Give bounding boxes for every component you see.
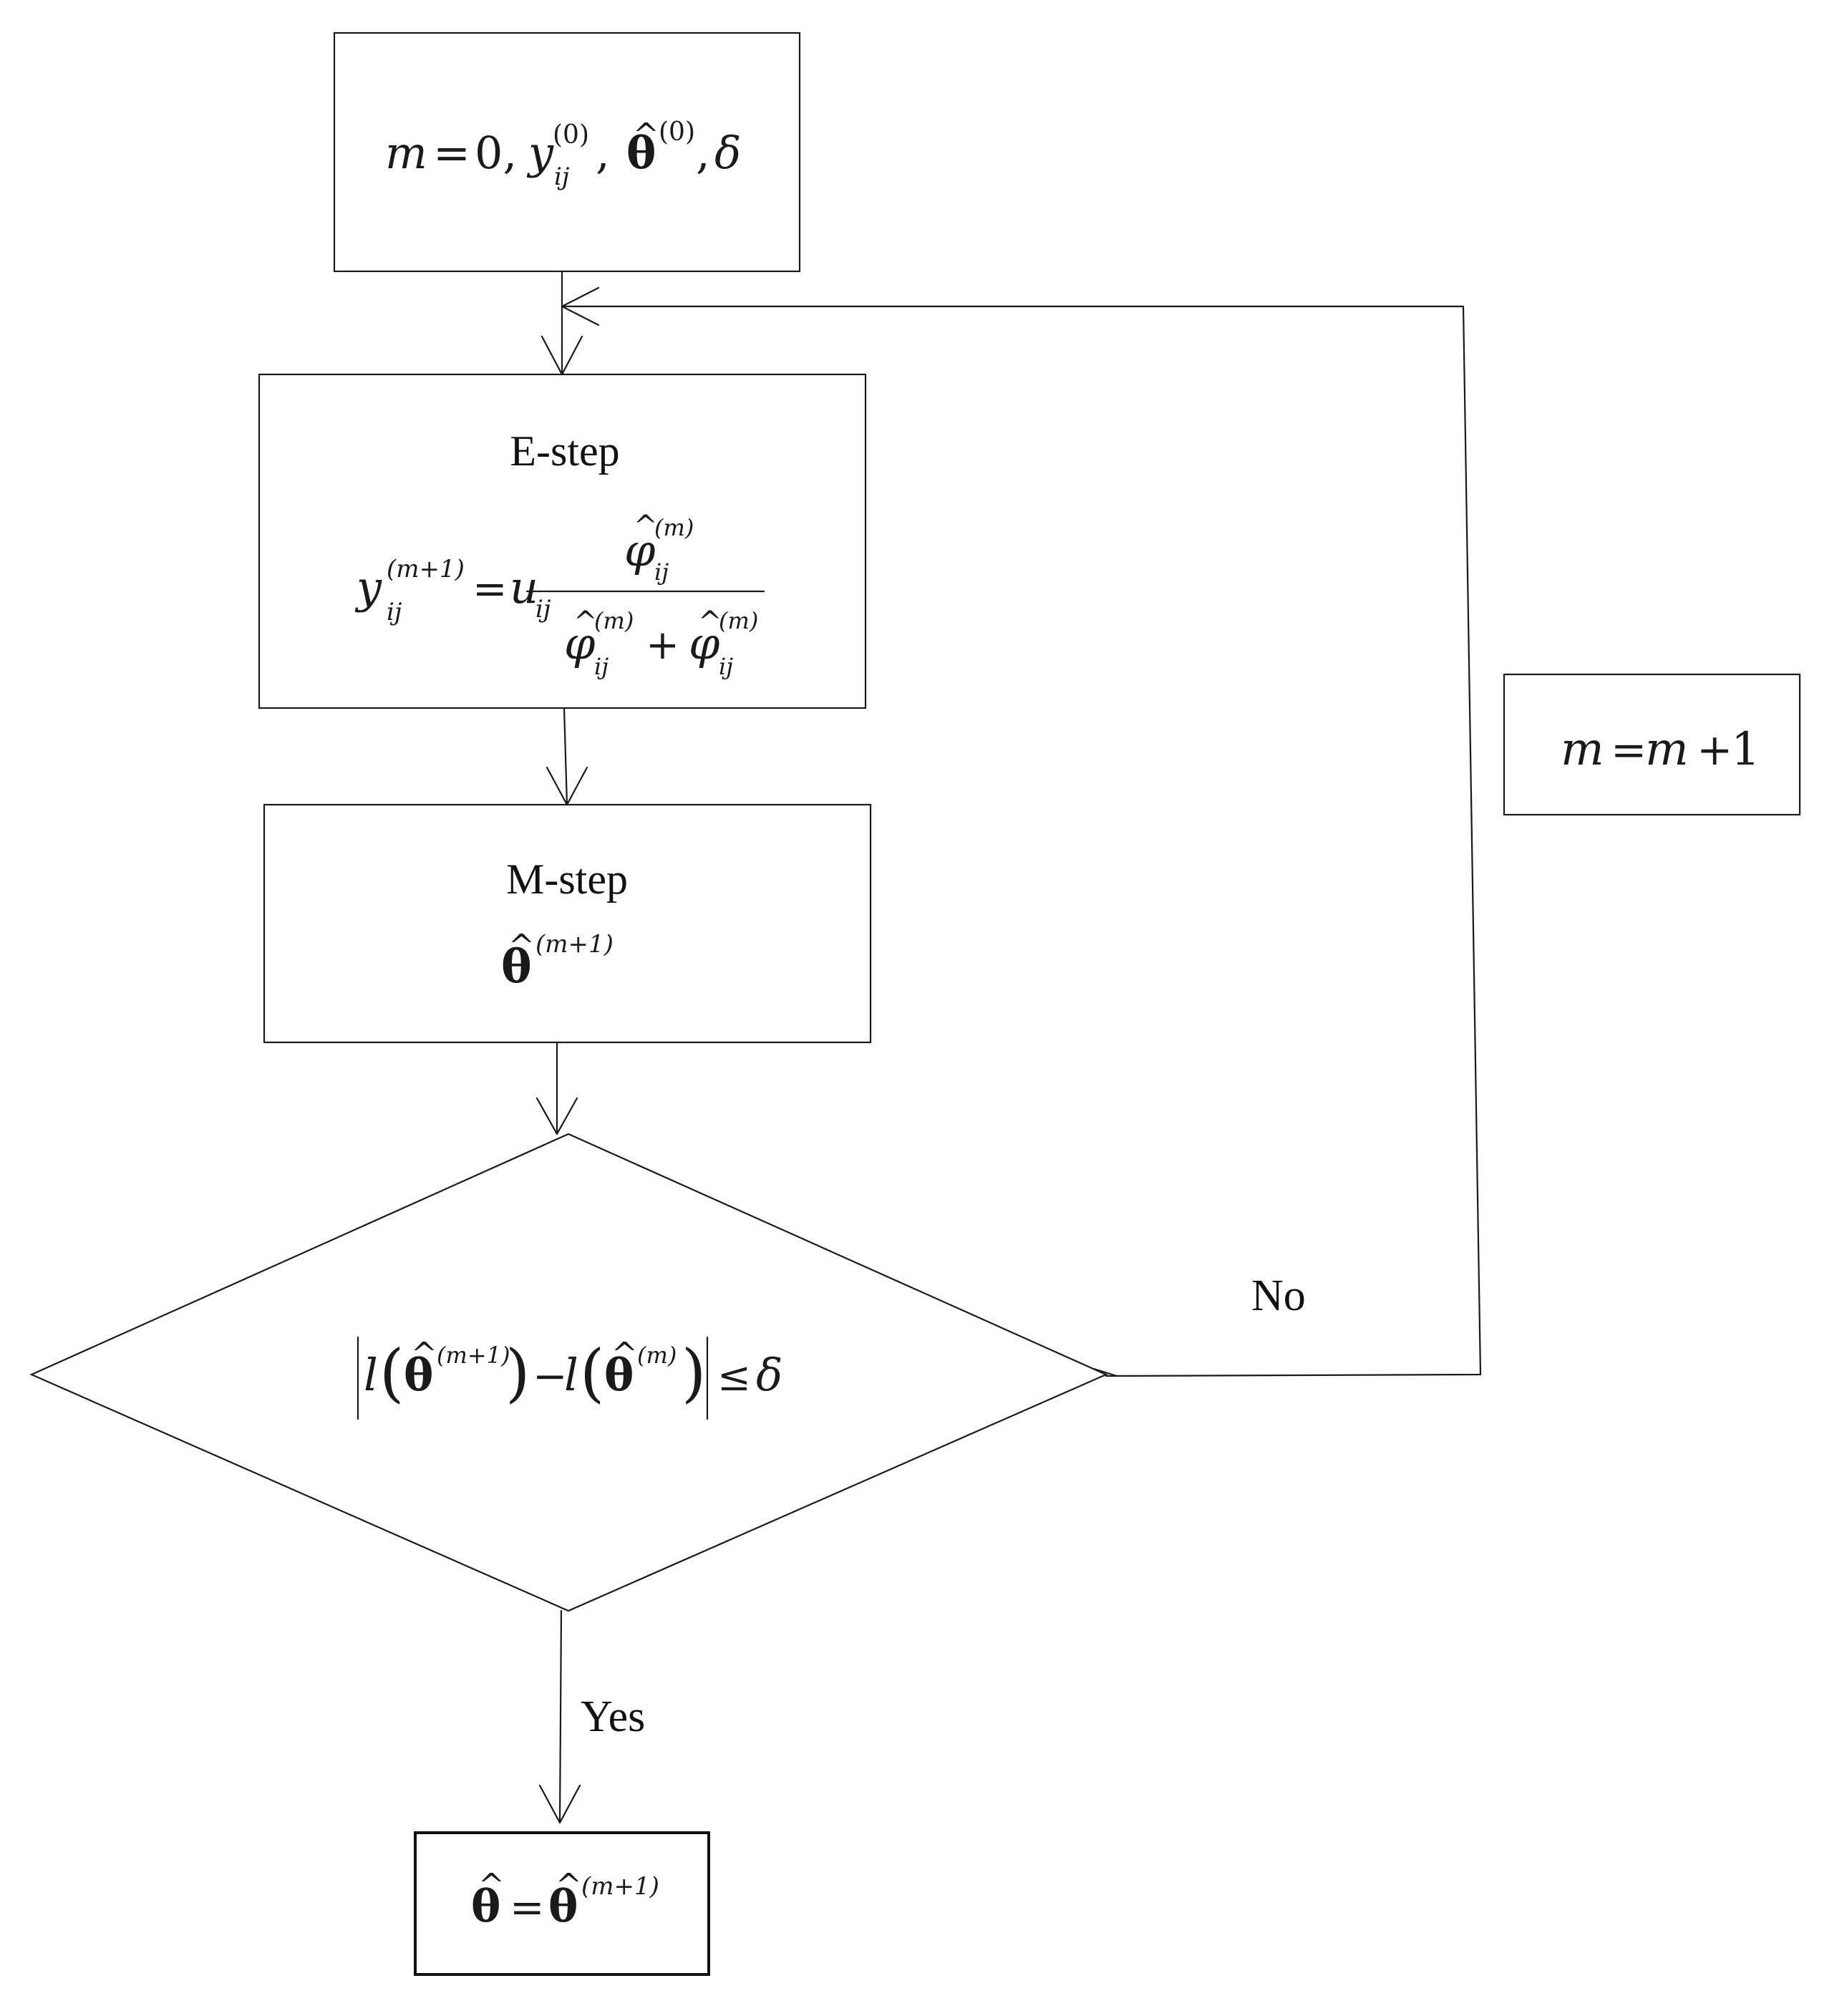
decision-l-2: l <box>564 1349 578 1401</box>
edge-estep-to-mstep <box>546 707 588 806</box>
m-step-theta-superscript: (m+1) <box>535 930 614 959</box>
init-node: m = 0, y (0) ij , ^ θ (0) , δ <box>333 32 801 273</box>
decision-theta-hat-2: ^ <box>611 1336 638 1372</box>
result-equals: = <box>510 1883 545 1932</box>
init-m-var: m <box>385 127 427 179</box>
decision-leq: ≤ <box>717 1354 751 1400</box>
edge-label-yes: Yes <box>581 1692 645 1741</box>
decision-delta: δ <box>756 1349 782 1401</box>
e-step-num-subscript: ij <box>654 558 669 586</box>
init-theta-hat: ^ <box>633 117 659 153</box>
decision-theta-1: θ <box>404 1349 433 1401</box>
edge-decision-loop-back <box>561 286 1482 1377</box>
e-step-y-superscript: (m+1) <box>387 555 465 583</box>
result-theta-hat-2: ^ <box>556 1867 582 1904</box>
m-step-title: M-step <box>506 856 628 903</box>
decision-theta-hat-1: ^ <box>411 1336 437 1372</box>
e-step-y-subscript: ij <box>387 598 402 626</box>
e-step-y-var: y <box>354 561 382 614</box>
e-step-den-hat-1: ^ <box>573 606 598 639</box>
decision-open-paren-1: ( <box>379 1336 404 1410</box>
increment-one: 1 <box>1731 723 1760 776</box>
increment-plus: + <box>1697 725 1732 775</box>
e-step-den-varphi: φ <box>689 617 720 669</box>
increment-m-2: m <box>1645 723 1689 776</box>
e-step-u-var: u <box>510 561 538 614</box>
edge-decision-to-result <box>538 1609 581 1824</box>
e-step-num-phi: φ <box>624 524 656 576</box>
result-theta-2: θ <box>548 1880 578 1932</box>
result-node: ^ θ = ^ θ (m+1) <box>414 1831 710 1976</box>
init-y-var: y <box>526 127 554 179</box>
decision-theta-1-superscript: (m+1) <box>437 1342 510 1369</box>
init-theta-superscript: (0) <box>659 117 695 147</box>
init-y-subscript: ij <box>554 163 570 191</box>
e-step-num-hat: ^ <box>634 510 658 543</box>
init-comma-2: , <box>696 127 710 179</box>
init-y-superscript: (0) <box>553 120 589 150</box>
init-delta: δ <box>714 127 741 179</box>
e-step-den-phi-superscript: (m) <box>594 607 634 634</box>
e-step-den-varphi-subscript: ij <box>719 653 733 680</box>
convergence-check-node: l ( ^ θ (m+1) ) − l ( ^ θ (m) ) ≤ δ <box>29 1133 1108 1612</box>
increment-m-1: m <box>1561 723 1604 776</box>
m-step-theta: θ <box>501 940 532 994</box>
edge-init-to-estep <box>541 270 583 376</box>
e-step-u-subscript: ij <box>535 595 551 624</box>
edge-label-no: No <box>1251 1271 1306 1320</box>
decision-close-paren-2: ) <box>682 1336 706 1410</box>
increment-equals: = <box>1611 725 1647 775</box>
m-step-node: M-step ^ θ (m+1) <box>263 803 872 1044</box>
e-step-den-phi: φ <box>564 617 596 669</box>
init-equals: = <box>433 127 470 179</box>
result-theta-1: θ <box>471 1880 500 1932</box>
decision-theta-2: θ <box>604 1349 634 1401</box>
decision-close-paren-1: ) <box>505 1336 530 1410</box>
decision-open-paren-2: ( <box>580 1336 604 1410</box>
e-step-equals: = <box>472 564 508 613</box>
m-step-theta-hat: ^ <box>508 928 535 964</box>
decision-minus: − <box>533 1352 568 1400</box>
edge-mstep-to-decision <box>535 1041 578 1135</box>
init-zero: 0, <box>475 127 517 179</box>
e-step-den-varphi-superscript: (m) <box>719 607 758 634</box>
e-step-title: E-step <box>510 427 619 475</box>
e-step-node: E-step y (m+1) ij = u ij ^ φ (m) ij ^ φ … <box>258 373 867 709</box>
e-step-den-phi-subscript: ij <box>594 653 609 680</box>
decision-theta-2-superscript: (m) <box>637 1342 677 1369</box>
result-theta-superscript: (m+1) <box>581 1872 659 1901</box>
e-step-num-superscript: (m) <box>654 514 694 541</box>
decision-l-1: l <box>364 1349 378 1401</box>
result-theta-hat-1: ^ <box>478 1867 505 1904</box>
increment-node: m = m + 1 <box>1503 673 1801 816</box>
init-comma: , <box>596 127 610 179</box>
init-theta: θ <box>626 127 656 179</box>
e-step-den-hat-2: ^ <box>698 606 722 639</box>
e-step-plus: + <box>646 622 679 669</box>
